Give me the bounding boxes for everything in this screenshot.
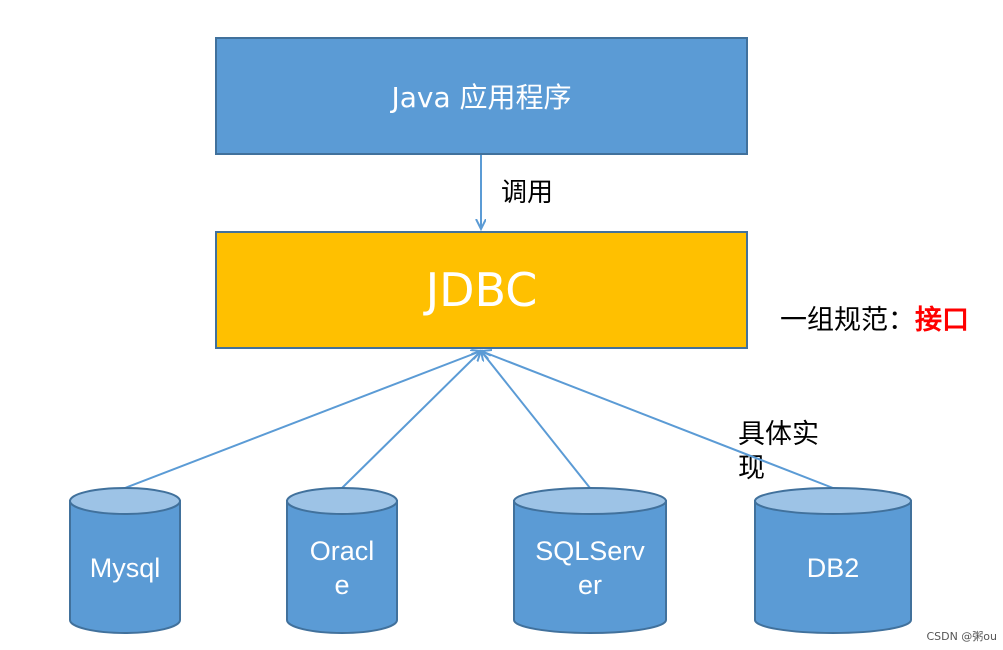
java-application-box: Java 应用程序 bbox=[215, 37, 748, 155]
database-label: DB2 bbox=[807, 553, 860, 583]
watermark: CSDN @粥ou bbox=[926, 630, 997, 643]
databases-group: Mysql Oracl e SQLServ er DB2 bbox=[69, 487, 912, 634]
database-top bbox=[754, 487, 912, 515]
database-label: SQLServ bbox=[535, 536, 645, 566]
database-body bbox=[286, 500, 398, 634]
database-mysql: Mysql bbox=[69, 487, 181, 634]
database-oracle: Oracl e bbox=[286, 487, 398, 634]
jdbc-box: JDBC bbox=[215, 231, 748, 349]
jdbc-label: JDBC bbox=[425, 263, 538, 317]
database-label: e bbox=[334, 570, 349, 600]
database-body bbox=[513, 500, 667, 634]
database-top bbox=[513, 487, 667, 515]
call-label: 调用 bbox=[501, 178, 554, 208]
database-label: er bbox=[578, 570, 602, 600]
database-label: Mysql bbox=[90, 553, 161, 583]
database-sqlserver: SQLServ er bbox=[513, 487, 667, 634]
arrows-group bbox=[124, 155, 834, 489]
implements-arrow-sqlserver bbox=[481, 351, 591, 489]
database-body bbox=[69, 500, 181, 634]
database-body bbox=[754, 500, 912, 634]
database-label: Oracl bbox=[310, 536, 375, 566]
database-top bbox=[286, 487, 398, 515]
implementation-label: 具体实现 bbox=[738, 419, 819, 484]
implements-arrow-mysql bbox=[124, 351, 481, 489]
database-db2: DB2 bbox=[754, 487, 912, 634]
implements-arrow-db2 bbox=[481, 351, 834, 489]
spec-label: 一组规范：接口 bbox=[780, 298, 969, 337]
implements-arrow-oracle bbox=[341, 351, 481, 489]
spec-label-interface: 接口 bbox=[915, 305, 969, 336]
spec-label-prefix: 一组规范： bbox=[780, 305, 915, 336]
database-top bbox=[69, 487, 181, 515]
java-application-label: Java 应用程序 bbox=[391, 81, 572, 114]
